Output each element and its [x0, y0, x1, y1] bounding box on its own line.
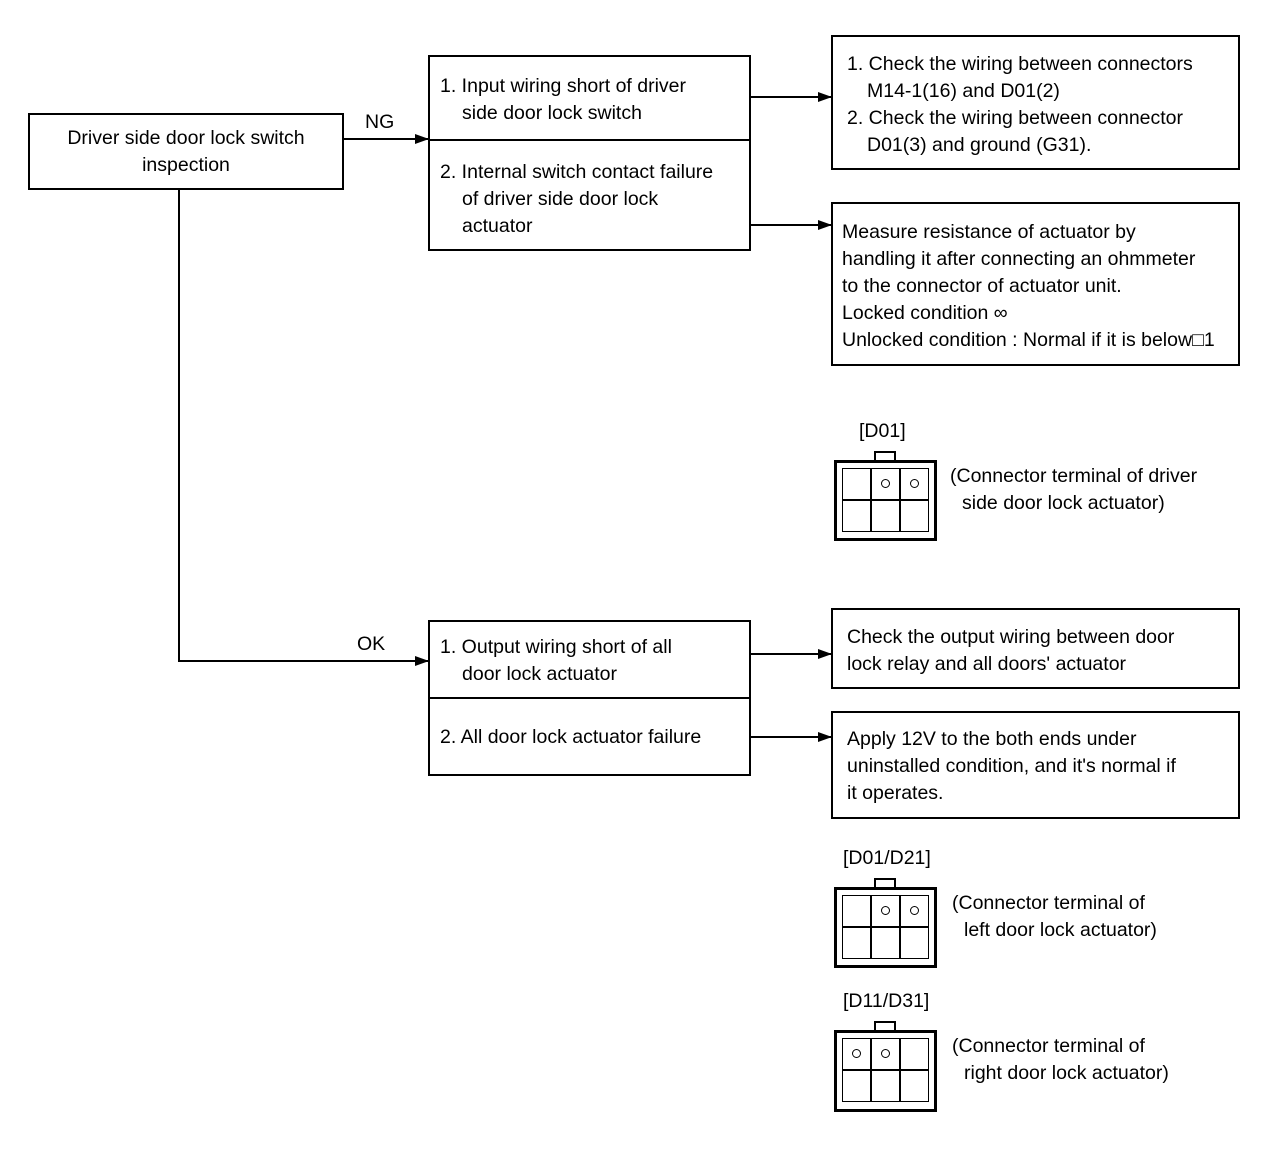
ng-cause-2: 2. Internal switch contact failure of dr… — [440, 159, 713, 240]
ng-action-1-line-2: M14-1(16) and D01(2) — [867, 80, 1060, 102]
ng-action-2-line-5: Unlocked condition : Normal if it is bel… — [842, 329, 1215, 351]
ok-action-2-line-1: Apply 12V to the both ends under — [847, 728, 1137, 750]
ok-cause-2-line-1: 2. All door lock actuator failure — [440, 726, 702, 748]
ng-causes-divider — [430, 139, 749, 141]
start-box: Driver side door lock switch inspection — [28, 113, 344, 190]
ng-action-2-line-1: Measure resistance of actuator by — [842, 221, 1136, 243]
ok-cause-1-line-1: 1. Output wiring short of all — [440, 636, 672, 658]
ok-action-2-line-2: uninstalled condition, and it's normal i… — [847, 755, 1176, 777]
connector-d01-desc-line-1: (Connector terminal of driver — [950, 465, 1198, 487]
connector-d11-d31-label: [D11/D31] — [843, 990, 930, 1012]
connector-d01-tab — [874, 451, 896, 462]
ng-action-1-line-3: 2. Check the wiring between connector — [847, 107, 1184, 129]
connector-d01-body — [834, 460, 937, 541]
ok-action-2-box: Apply 12V to the both ends under uninsta… — [831, 711, 1240, 819]
connector-d01-d21-label: [D01/D21] — [843, 847, 931, 869]
ng-cause-2-line-3: actuator — [462, 215, 533, 237]
ng-action-2-line-2: handling it after connecting an ohmmeter — [842, 248, 1196, 270]
ng-cause-2-line-2: of driver side door lock — [462, 188, 659, 210]
connector-d01-d21-desc-line-1: (Connector terminal of — [952, 892, 1145, 914]
ng-action-1-box: 1. Check the wiring between connectors M… — [831, 35, 1240, 170]
ng-action-2-line-3: to the connector of actuator unit. — [842, 275, 1122, 297]
ng-action-1-line-1: 1. Check the wiring between connectors — [847, 53, 1193, 75]
ng-label: NG — [365, 111, 395, 133]
ok-path — [178, 189, 429, 666]
ok-action-1-line-2: lock relay and all doors' actuator — [847, 653, 1127, 675]
connector-d01-d21-body — [834, 887, 937, 968]
ok-cause-1-line-2: door lock actuator — [462, 663, 618, 685]
ok-causes-box: 1. Output wiring short of all door lock … — [428, 620, 751, 776]
ok-causes-divider — [430, 697, 749, 699]
ok-cause-2: 2. All door lock actuator failure — [440, 724, 701, 751]
connector-d11-d31-body — [834, 1030, 937, 1112]
connector-d11-d31-tab — [874, 1021, 896, 1032]
start-line-2: inspection — [142, 154, 230, 176]
connector-d11-d31-desc-line-2: right door lock actuator) — [964, 1062, 1169, 1084]
ng-cause-1-line-1: 1. Input wiring short of driver — [440, 75, 687, 97]
ng-causes-box: 1. Input wiring short of driver side doo… — [428, 55, 751, 251]
connector-d01-desc-line-2: side door lock actuator) — [962, 492, 1165, 514]
connector-d01-d21-desc-line-2: left door lock actuator) — [964, 919, 1157, 941]
ng-cause-1: 1. Input wiring short of driver side doo… — [440, 73, 686, 127]
start-line-1: Driver side door lock switch — [67, 127, 305, 149]
ng-cause-2-line-1: 2. Internal switch contact failure — [440, 161, 714, 183]
connector-d01-d21-tab — [874, 878, 896, 889]
connector-d11-d31-desc-line-1: (Connector terminal of — [952, 1035, 1145, 1057]
connector-d01-label: [D01] — [859, 420, 906, 442]
ng-action-2-line-4: Locked condition ∞ — [842, 302, 1008, 324]
ng-cause-1-line-2: side door lock switch — [462, 102, 642, 124]
ng-action-2-box: Measure resistance of actuator by handli… — [831, 202, 1240, 366]
ok-action-1-box: Check the output wiring between door loc… — [831, 608, 1240, 689]
ng-action-1-line-4: D01(3) and ground (G31). — [867, 134, 1092, 156]
ok-action-2-line-3: it operates. — [847, 782, 944, 804]
ok-label: OK — [357, 633, 386, 655]
ok-action-1-line-1: Check the output wiring between door — [847, 626, 1175, 648]
ok-cause-1: 1. Output wiring short of all door lock … — [440, 634, 672, 688]
